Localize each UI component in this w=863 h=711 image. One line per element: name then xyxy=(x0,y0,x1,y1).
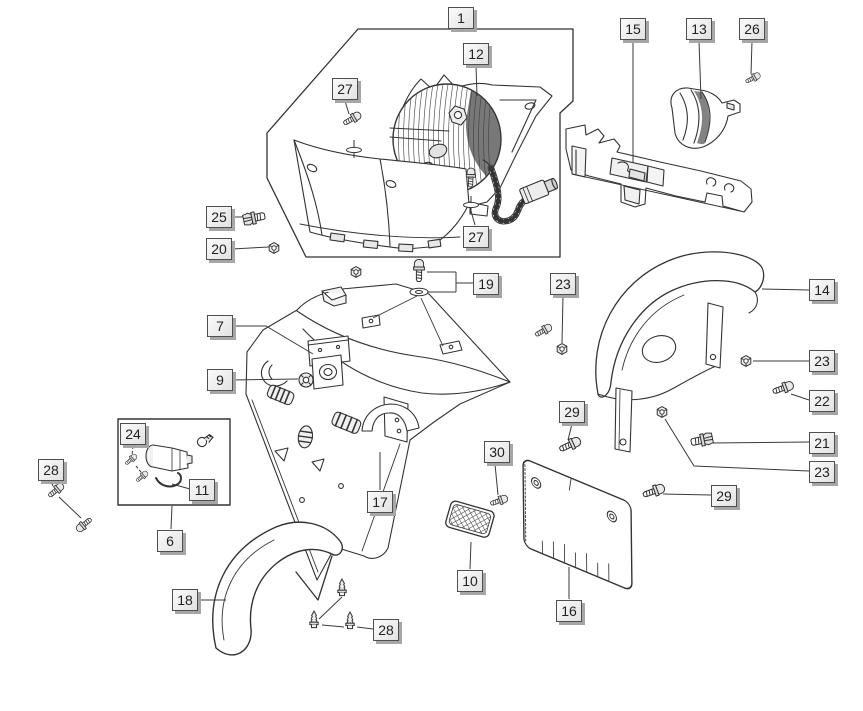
part-callout-23-2[interactable]: 23 xyxy=(809,350,835,372)
part-callout-22[interactable]: 22 xyxy=(809,390,835,412)
part-13-cable-clamp xyxy=(670,87,741,149)
part-callout-7[interactable]: 7 xyxy=(207,315,233,337)
nut-loose xyxy=(350,266,362,278)
bolt-25 xyxy=(241,209,267,227)
screw-28b3 xyxy=(345,611,355,630)
part-callout-14[interactable]: 14 xyxy=(809,279,835,301)
part-callout-16[interactable]: 16 xyxy=(556,600,582,622)
screw-19 xyxy=(413,258,425,282)
screw-28b1 xyxy=(337,578,347,597)
part-callout-23-3[interactable]: 23 xyxy=(809,461,835,483)
nut-20 xyxy=(268,242,280,254)
part-9-nut xyxy=(298,372,314,388)
part-15-support-bracket xyxy=(565,124,753,213)
part-callout-30[interactable]: 30 xyxy=(484,441,510,463)
part-callout-18[interactable]: 18 xyxy=(172,589,198,611)
part-callout-28[interactable]: 28 xyxy=(38,459,64,481)
washer-19 xyxy=(409,287,429,297)
screw-27a xyxy=(341,109,364,128)
nut-23c xyxy=(656,406,668,418)
fasteners xyxy=(46,70,796,630)
nut-23b xyxy=(740,355,752,367)
part-callout-13[interactable]: 13 xyxy=(686,18,712,40)
screw-29b xyxy=(641,481,667,501)
bolt-21 xyxy=(689,431,715,449)
screw-24b xyxy=(134,469,150,484)
nut-23a xyxy=(556,343,568,355)
part-callout-27-2[interactable]: 27 xyxy=(463,226,489,248)
part-callout-24[interactable]: 24 xyxy=(120,423,146,445)
part-callout-9[interactable]: 9 xyxy=(207,369,233,391)
part-callout-6[interactable]: 6 xyxy=(157,530,183,552)
part-callout-17[interactable]: 17 xyxy=(367,491,393,513)
part-callout-11[interactable]: 11 xyxy=(189,479,215,501)
leader-lines xyxy=(50,28,810,630)
part-tail-cover-panel xyxy=(293,139,470,253)
part-16-license-plate xyxy=(522,459,633,590)
screw-29a xyxy=(557,434,583,455)
part-callout-10[interactable]: 10 xyxy=(457,570,483,592)
group-6-bulb-holder-kit xyxy=(117,418,231,506)
part-callout-28-2[interactable]: 28 xyxy=(373,619,399,641)
screw-near-23a xyxy=(533,322,554,340)
part-callout-27[interactable]: 27 xyxy=(332,78,358,100)
part-callout-19[interactable]: 19 xyxy=(473,273,499,295)
part-callout-23[interactable]: 23 xyxy=(550,273,576,295)
part-callout-21[interactable]: 21 xyxy=(809,432,835,454)
part-callout-15[interactable]: 15 xyxy=(620,18,646,40)
group-1-boundary xyxy=(266,28,574,258)
part-callout-20[interactable]: 20 xyxy=(206,238,232,260)
washer-27a xyxy=(346,140,362,158)
part-14-rear-fender xyxy=(595,251,765,453)
part-18-mudflap xyxy=(212,521,343,656)
washer-27b xyxy=(463,196,479,213)
screw-24a xyxy=(123,452,139,467)
part-11-bulb-holder xyxy=(145,444,193,488)
screw-28a2 xyxy=(74,515,94,535)
screw-26 xyxy=(744,70,762,86)
part-callout-29-2[interactable]: 29 xyxy=(711,485,737,507)
part-callout-12[interactable]: 12 xyxy=(463,43,489,65)
part-callout-26[interactable]: 26 xyxy=(739,18,765,40)
part-callout-1[interactable]: 1 xyxy=(448,7,474,29)
part-callout-29[interactable]: 29 xyxy=(559,401,585,423)
screw-28b2 xyxy=(309,610,319,629)
screw-30 xyxy=(488,493,510,509)
part-10-reflector xyxy=(445,500,495,538)
screw-28a1 xyxy=(46,480,66,500)
part-7-rear-body xyxy=(245,283,511,581)
part-callout-25[interactable]: 25 xyxy=(206,206,232,228)
